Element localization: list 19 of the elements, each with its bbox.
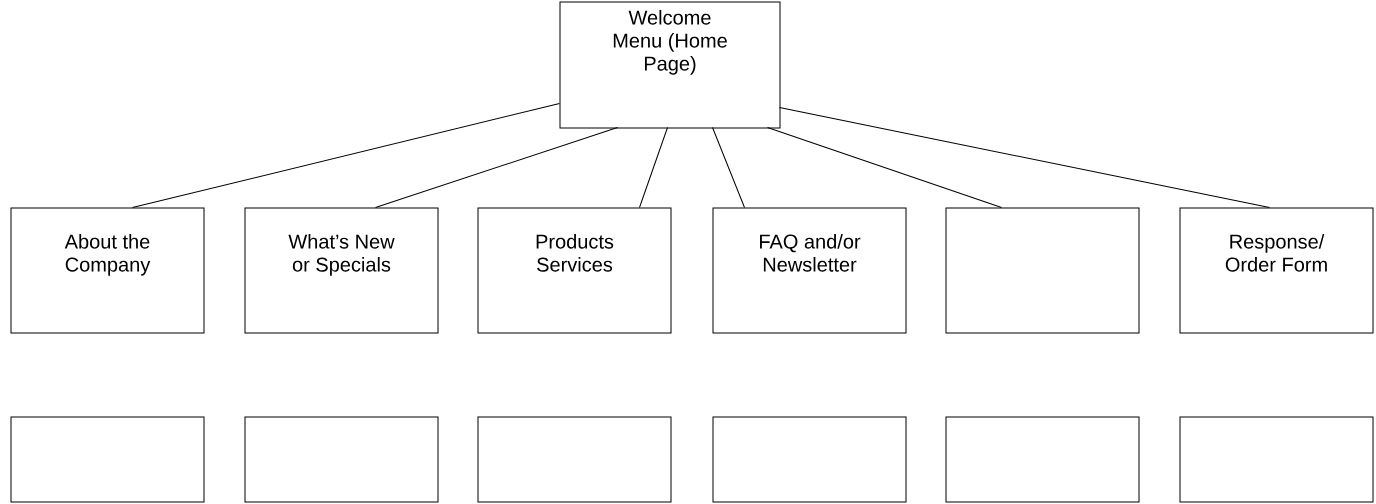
connector-line (779, 107, 1270, 208)
connector-line (767, 127, 1002, 208)
page-box: What’s New or Specials (244, 207, 439, 334)
page-box (945, 416, 1140, 503)
page-box: Products Services (477, 207, 672, 334)
connector-line (639, 127, 668, 208)
page-box: About the Company (10, 207, 205, 334)
connector-line (132, 103, 560, 208)
page-box: Welcome Menu (Home Page) (559, 1, 781, 129)
page-box (244, 416, 439, 503)
connector-line (375, 127, 618, 208)
page-box (1179, 416, 1374, 503)
page-box (10, 416, 205, 503)
page-box: FAQ and/or Newsletter (712, 207, 907, 334)
page-box (712, 416, 907, 503)
page-box (945, 207, 1140, 334)
connector-line (712, 127, 745, 208)
page-box: Response/ Order Form (1179, 207, 1374, 334)
page-box (477, 416, 672, 503)
